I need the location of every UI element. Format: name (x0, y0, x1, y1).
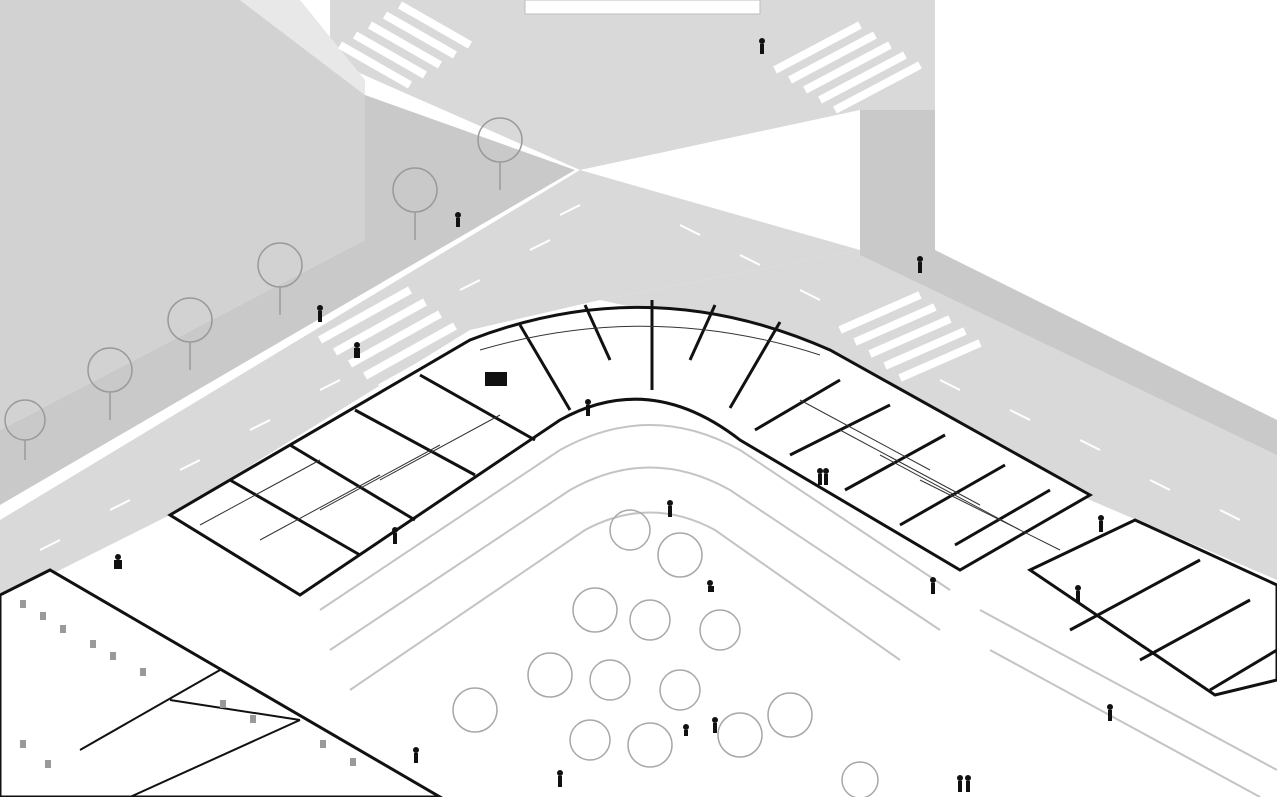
person-icon (712, 717, 718, 733)
person-icon (317, 305, 323, 322)
tree-icon (572, 587, 618, 633)
person-icon (354, 342, 360, 358)
tree-icon (167, 297, 213, 370)
person-icon (557, 770, 563, 787)
stair-core (485, 372, 507, 386)
tree-icon (257, 242, 303, 315)
person-icon (114, 554, 122, 569)
tree-icon (841, 761, 879, 797)
person-icon (1098, 515, 1104, 532)
lane-markings (39, 204, 1241, 591)
person-icon (683, 724, 689, 736)
crosswalk-north-west (338, 1, 472, 89)
tree-icon (87, 347, 133, 420)
pedestrians (114, 38, 1113, 792)
tree-icon (657, 532, 703, 578)
crosswalks (318, 1, 982, 392)
tree-icon (627, 722, 673, 768)
southwest-building (0, 568, 443, 797)
east-wing-building (1026, 518, 1277, 697)
tree-icon (659, 669, 701, 711)
person-icon (585, 399, 591, 416)
building-floor-plate (167, 305, 1094, 597)
person-icon (930, 577, 936, 594)
sidewalk-west (0, 95, 575, 505)
block-northwest (0, 0, 365, 430)
person-icon (667, 500, 673, 517)
crosswalk-north-east (773, 21, 922, 114)
tree-icon (609, 509, 651, 551)
person-icon (1107, 704, 1113, 721)
person-icon (1075, 585, 1081, 602)
sidewalk-east (860, 110, 1277, 455)
person-icon (759, 38, 765, 54)
tree-icon (717, 712, 763, 758)
east-wing-floor (1026, 518, 1277, 697)
building-partitions (199, 325, 1061, 551)
person-icon (817, 468, 823, 485)
tree-icon (767, 692, 813, 738)
crosswalk-south-east (838, 291, 982, 382)
person-icon (392, 527, 398, 544)
southwest-roof (0, 568, 443, 797)
person-icon (707, 580, 714, 592)
person-icon (455, 212, 461, 227)
tree-icon (699, 609, 741, 651)
person-icon (413, 747, 419, 763)
person-icon (823, 468, 829, 485)
curved-courtyard-building (167, 300, 1094, 597)
tree-icon (527, 652, 573, 698)
courtyard-terraces (319, 424, 1277, 797)
building-walls (229, 300, 1051, 557)
tree-icon (629, 599, 671, 641)
block-northwest-edge (240, 0, 365, 95)
crosswalk-south-west (318, 286, 472, 392)
tree-icon (569, 719, 611, 761)
southwest-windows (20, 600, 356, 768)
tree-icon (452, 687, 498, 733)
tree-icon (4, 399, 46, 460)
person-icon (965, 775, 971, 792)
tree-icon (477, 117, 523, 190)
tree-icon (392, 167, 438, 240)
street-trees (4, 117, 523, 460)
person-icon (917, 256, 923, 273)
courtyard-trees (452, 509, 879, 797)
road-avenue-west (0, 170, 860, 600)
block-north (524, 0, 761, 15)
person-icon (957, 775, 963, 792)
tree-icon (589, 659, 631, 701)
